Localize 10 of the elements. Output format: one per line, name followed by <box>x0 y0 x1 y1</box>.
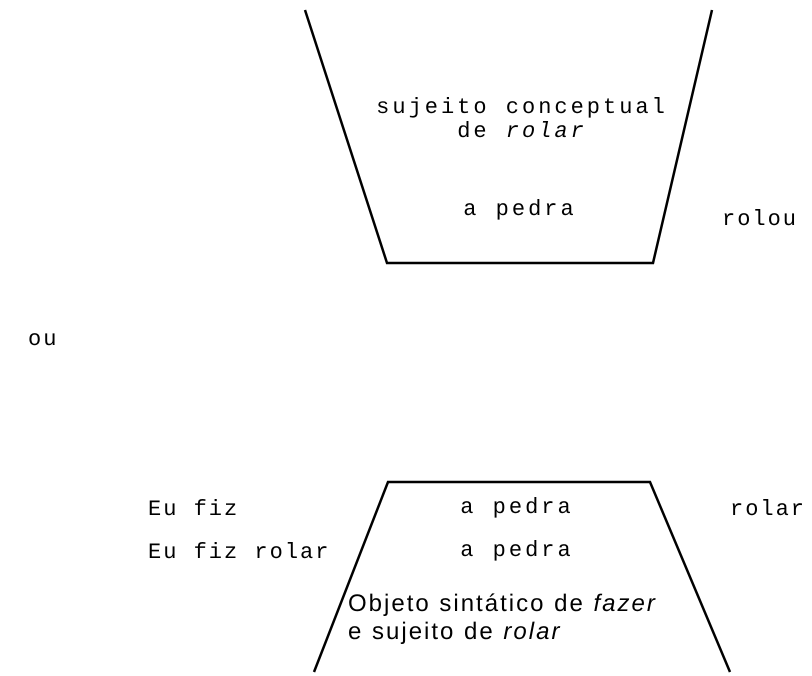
label-text: ou <box>28 328 58 352</box>
node-text: a pedra <box>459 496 575 520</box>
node-text: a pedra <box>459 539 575 563</box>
label-text: Eu fiz rolar <box>148 541 330 565</box>
node-text: a pedra <box>462 198 578 222</box>
label-text: Eu fiz <box>148 498 240 522</box>
node-text: sujeito conceptual de rolar <box>375 96 669 144</box>
node-text: Objeto sintático de fazer e sujeito de rolar <box>348 590 658 646</box>
label-text: rolar <box>730 498 806 522</box>
label-text: rolou <box>722 208 798 232</box>
